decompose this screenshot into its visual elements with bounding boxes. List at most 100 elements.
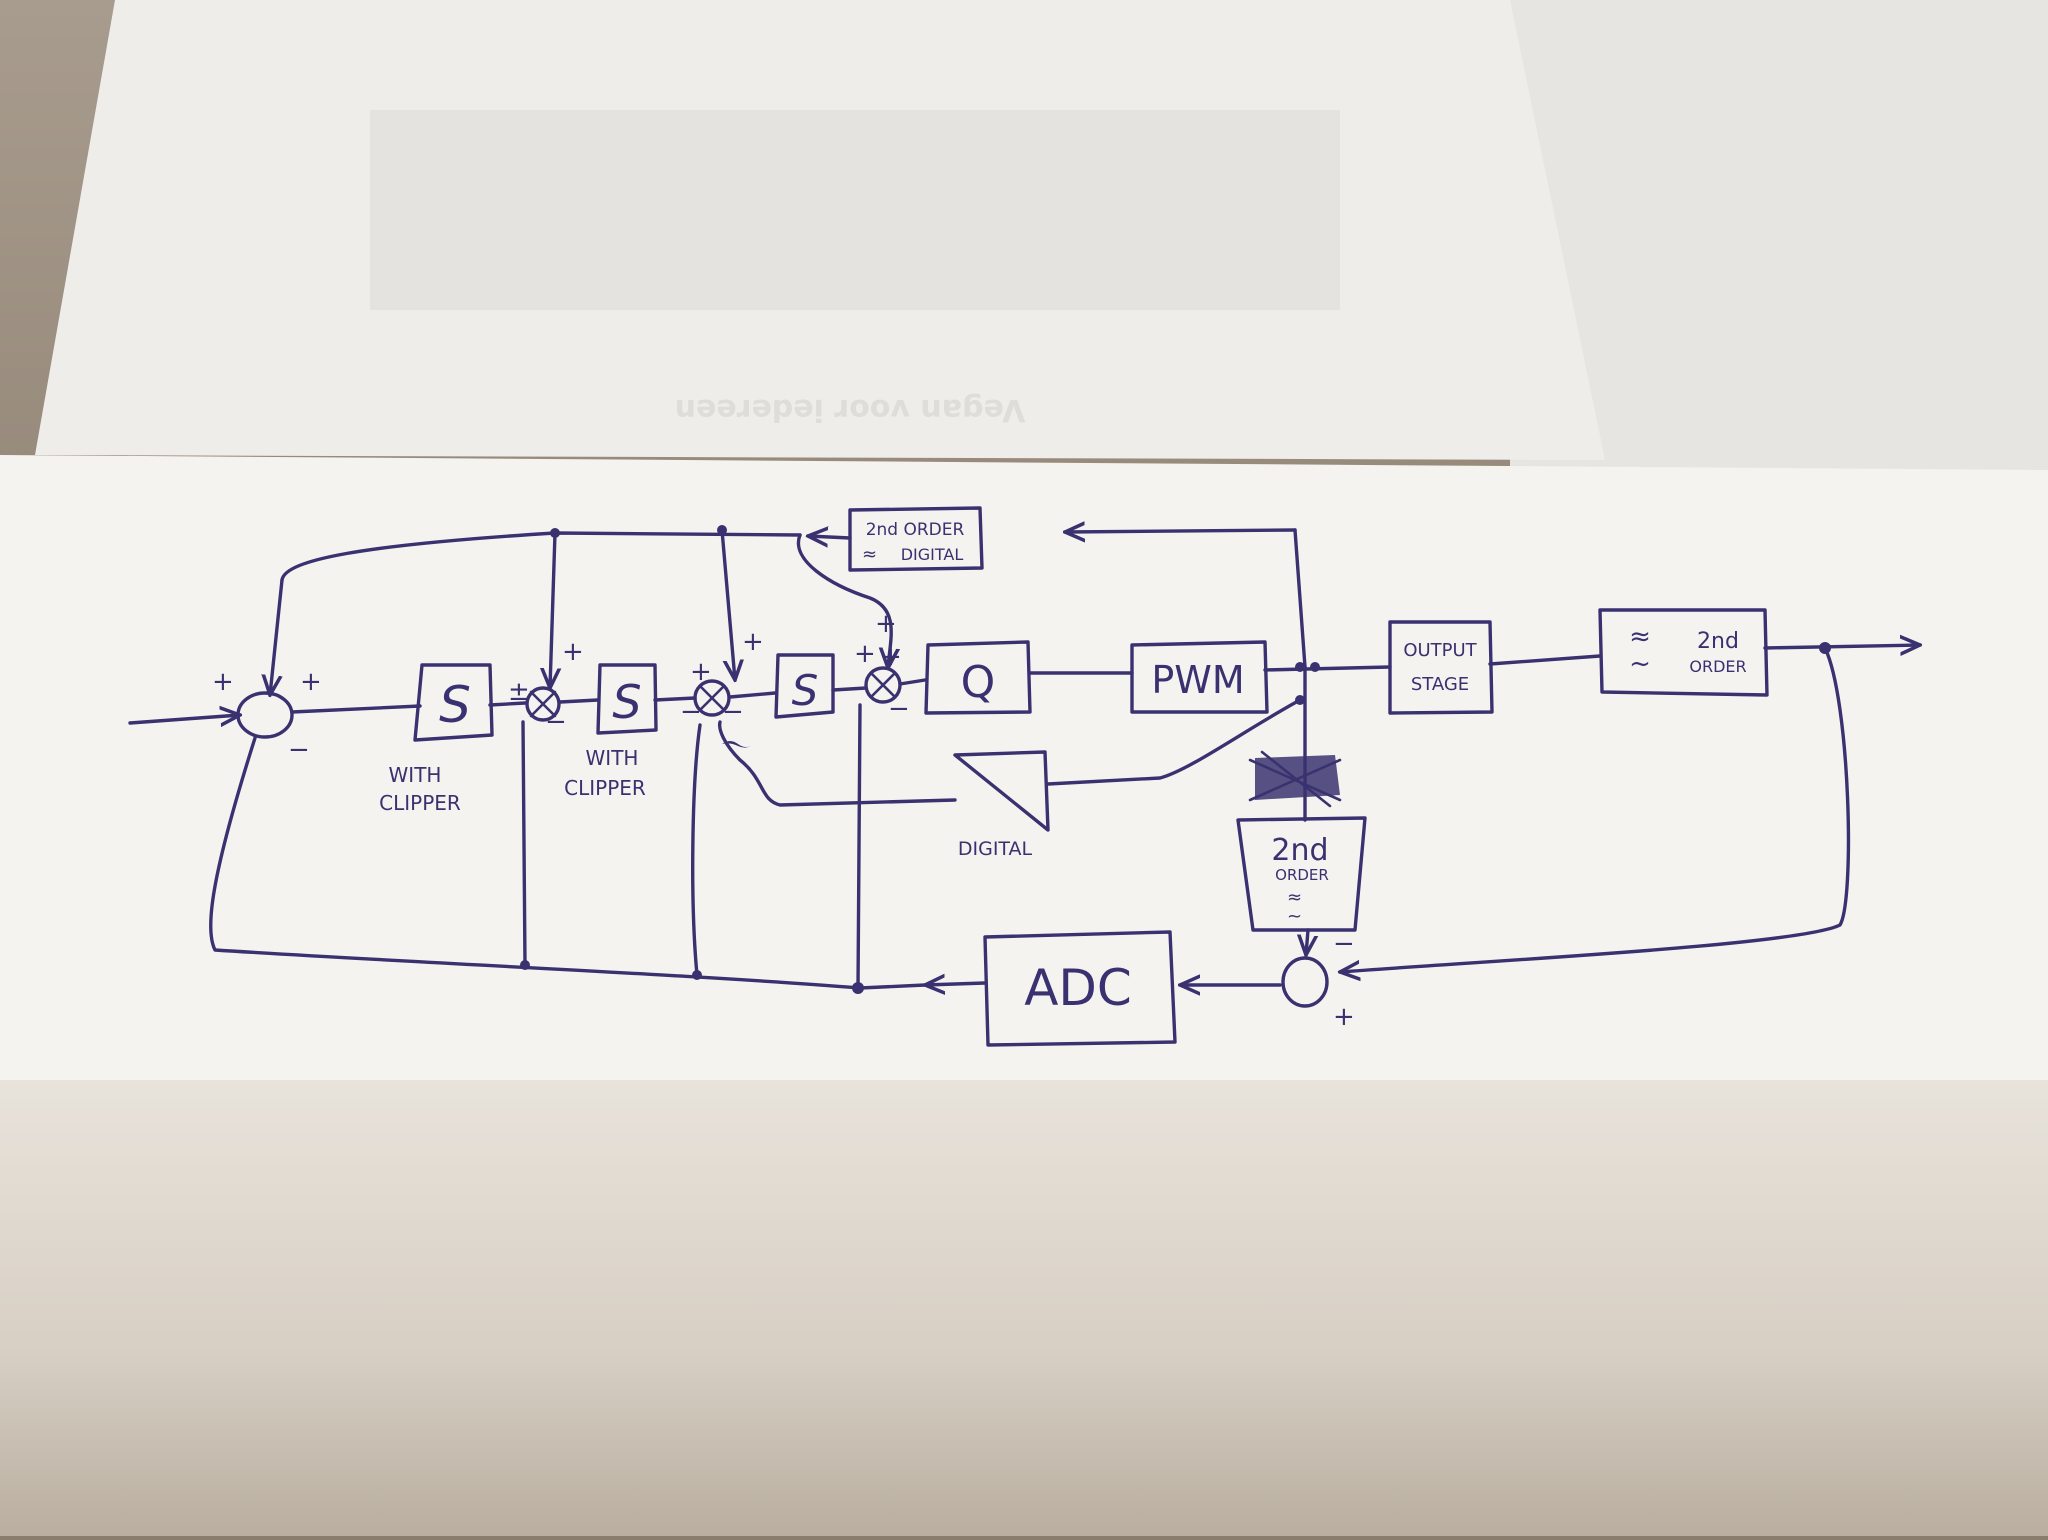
summer-1: + + −: [212, 667, 322, 765]
svg-text:+: +: [690, 657, 712, 687]
amp-output-wire: [717, 720, 957, 807]
ff-to-sum3: [720, 528, 735, 680]
fb-to-sum3: [691, 723, 702, 977]
wire-sum3-int3: [728, 691, 777, 699]
junction-dot: [852, 982, 864, 994]
lowpass-symbol: ≈: [1629, 622, 1651, 652]
svg-text:WITH: WITH: [389, 763, 442, 787]
svg-text:OUTPUT: OUTPUT: [1403, 640, 1477, 661]
svg-text:−: −: [722, 697, 744, 727]
scribble-mark: [722, 741, 754, 748]
svg-text:ADC: ADC: [1024, 959, 1132, 1017]
top-digital-filter-block: 2nd ORDER ≈ DIGITAL: [848, 506, 984, 572]
junction-dot: [550, 528, 560, 538]
background-print: Vegan voor iedereen: [370, 110, 1340, 427]
lowpass-symbol: ≈: [862, 544, 877, 565]
svg-text:ORDER: ORDER: [1689, 657, 1746, 676]
output-feedback: [1340, 646, 1851, 972]
bottom-bus: [208, 736, 927, 990]
svg-text:Q: Q: [961, 657, 996, 708]
top-filter-to-sum4: [796, 533, 891, 668]
wire-int1-sum2: [488, 701, 527, 707]
wire-sum1-int1: [290, 704, 422, 714]
top-filter-out: [808, 536, 852, 538]
pwm-tap-up: [1293, 528, 1307, 669]
svg-text:−: −: [1333, 929, 1355, 959]
svg-text:−: −: [888, 694, 910, 724]
top-bus: [280, 531, 802, 582]
junction-dot: [1310, 662, 1320, 672]
digital-amplifier: DIGITAL: [953, 750, 1050, 860]
integrator-1: S WITH CLIPPER: [379, 663, 494, 815]
svg-text:+: +: [880, 642, 902, 672]
quantizer-block: Q: [924, 640, 1032, 715]
lowpass-symbol: ~: [1629, 649, 1651, 679]
wire-output-lowpass: [1488, 654, 1602, 666]
svg-text:+: +: [300, 667, 322, 697]
summer-5: − +: [1281, 929, 1355, 1032]
wire-int2-sum3: [653, 696, 697, 702]
wire-int3-sum4: [831, 686, 868, 692]
svg-text:+: +: [212, 667, 234, 697]
summer-4: + + + −: [854, 609, 910, 724]
lowpass-symbol: ~: [1287, 906, 1302, 927]
junction-dot: [1819, 642, 1831, 654]
svg-text:+: +: [742, 627, 764, 657]
junction-dot: [1295, 695, 1305, 705]
junction-dot: [520, 960, 530, 970]
fb-filter-to-sum5: [1306, 928, 1308, 955]
lowpass-filter-block: ≈ ~ 2nd ORDER: [1598, 608, 1769, 697]
svg-text:STAGE: STAGE: [1411, 674, 1469, 695]
lowpass-symbol: ≈: [1287, 887, 1302, 908]
output-wire: [1763, 645, 1920, 648]
svg-text:ORDER: ORDER: [1275, 866, 1329, 884]
junction-dot: [717, 525, 727, 535]
fb-to-sum2: [521, 720, 527, 967]
crossed-out-block: [1248, 750, 1342, 808]
integrator-3: S: [774, 653, 835, 719]
wire-pwm-output: [1263, 665, 1392, 672]
diagram-paper-sheet: [0, 455, 2048, 1080]
right-paper-sheet: [1510, 0, 2048, 470]
svg-text:2nd ORDER: 2nd ORDER: [866, 520, 965, 540]
svg-text:S: S: [612, 675, 641, 729]
junction-dot: [1295, 662, 1305, 672]
svg-text:DIGITAL: DIGITAL: [901, 545, 964, 564]
svg-text:2nd: 2nd: [1697, 629, 1739, 654]
adc-block: ADC: [983, 930, 1177, 1047]
svg-text:DIGITAL: DIGITAL: [958, 838, 1033, 860]
svg-text:S: S: [439, 676, 471, 734]
svg-text:+: +: [875, 609, 897, 639]
signal-wires: [128, 528, 1920, 990]
integrator-2: S WITH CLIPPER: [564, 663, 658, 800]
summer-2: ± + −: [508, 637, 584, 737]
wire-sum2-int2: [558, 698, 600, 704]
output-stage-block: OUTPUT STAGE: [1388, 620, 1494, 715]
input-wire: [128, 715, 240, 723]
adc-out: [925, 983, 987, 985]
svg-text:−: −: [680, 697, 702, 727]
junction-dot: [692, 970, 702, 980]
lower-paper-sheet: [0, 1080, 2048, 1536]
svg-text:−: −: [288, 735, 310, 765]
svg-text:−: −: [545, 707, 567, 737]
ff-to-sum1: [270, 578, 284, 695]
summer-3: + + − −: [680, 627, 764, 748]
svg-text:+: +: [562, 637, 584, 667]
svg-text:S: S: [792, 666, 819, 715]
svg-text:+: +: [1333, 1002, 1355, 1032]
svg-text:Vegan voor iedereen: Vegan voor iedereen: [675, 392, 1026, 427]
wire-sum4-quantizer: [898, 678, 927, 686]
top-filter-in: [1065, 530, 1297, 532]
pwm-block: PWM: [1130, 640, 1269, 714]
svg-text:WITH: WITH: [586, 746, 639, 770]
svg-text:+: +: [854, 639, 876, 669]
svg-text:CLIPPER: CLIPPER: [379, 791, 461, 815]
svg-text:PWM: PWM: [1151, 658, 1244, 702]
fb-to-sum4: [856, 703, 862, 990]
feedback-filter-block: 2nd ORDER ≈ ~: [1236, 816, 1367, 932]
ff-to-sum2: [550, 531, 555, 688]
svg-text:2nd: 2nd: [1271, 833, 1328, 868]
